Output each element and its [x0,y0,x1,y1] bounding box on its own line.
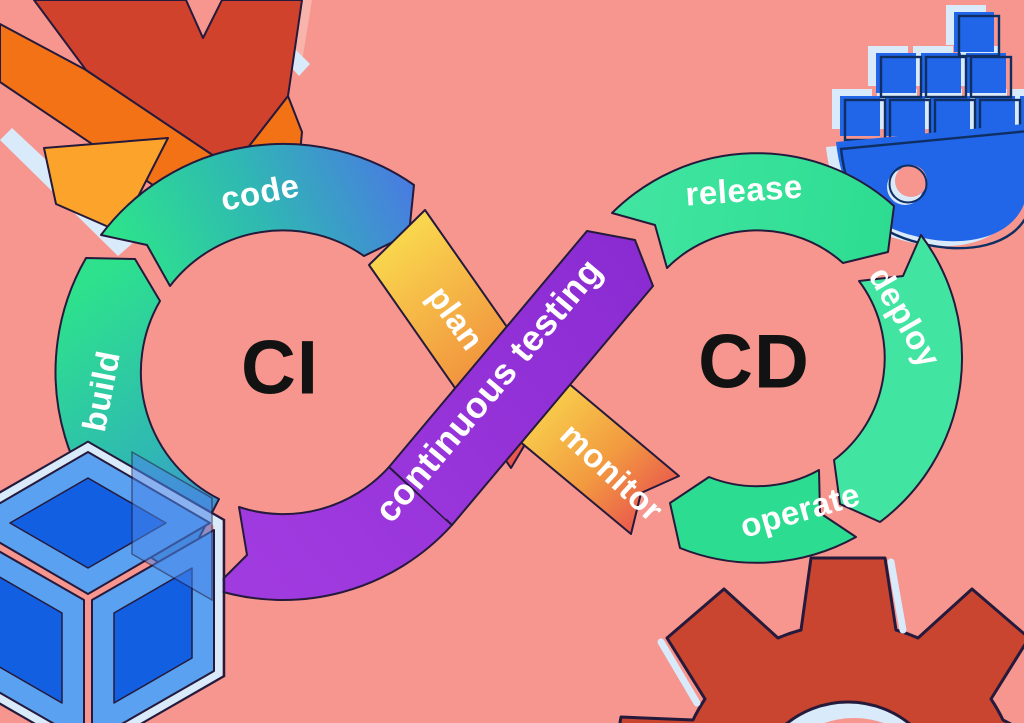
cube-inner-right [113,567,193,704]
gitlab-logo-icon [0,0,312,256]
gear-icon [618,556,1024,723]
segment-continuous-testing [212,230,654,601]
cube-rim-highlight [0,442,223,723]
ci-loop-label: CI [241,326,319,411]
cube-inner-left [0,576,63,704]
segment-operate [669,469,857,564]
container-cube-icon [0,440,226,723]
gear-hole-highlight [785,700,911,723]
docker-container-outlines [843,14,1022,142]
docker-containers [840,12,1024,136]
docker-whale-eye [887,164,928,205]
label-release: release [684,167,804,212]
segment-deploy [833,234,963,523]
gear-body [618,556,1024,723]
cube-glass-panel [131,450,213,602]
gear-hole [824,718,884,723]
segment-release [611,152,895,269]
segment-code [100,142,415,287]
cd-loop-label: CD [698,320,810,405]
gear-highlight-right [887,558,907,634]
cube-outer-outline [0,440,226,723]
gear-highlight-left [657,638,701,707]
